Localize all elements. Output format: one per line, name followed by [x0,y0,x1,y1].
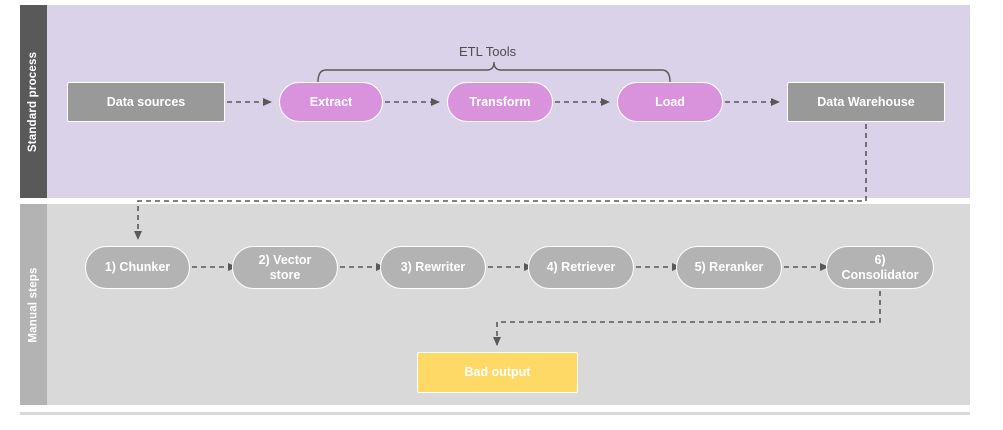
node-label-retriever: 4) Retriever [546,260,616,275]
node-transform[interactable]: Transform [447,82,553,122]
node-label-data-sources: Data sources [106,94,186,109]
node-label-extract: Extract [309,94,353,109]
bottom-divider [20,412,970,415]
node-label-bad-output: Bad output [464,365,531,380]
node-rewriter[interactable]: 3) Rewriter [380,246,486,289]
node-label-reranker: 5) Reranker [694,260,764,275]
node-label-chunker: 1) Chunker [104,260,171,275]
node-vector-store[interactable]: 2) Vector store [232,246,338,289]
lane-label-standard-process: Standard process [27,51,40,152]
node-load[interactable]: Load [617,82,723,122]
node-retriever[interactable]: 4) Retriever [528,246,634,289]
node-label-consolidator: 6) Consolidator [841,253,919,282]
node-data-warehouse[interactable]: Data Warehouse [787,82,945,122]
node-label-load: Load [655,94,685,109]
node-label-vector-store: 2) Vector store [258,253,312,282]
lane-header-manual-steps: Manual steps [20,204,47,405]
node-consolidator[interactable]: 6) Consolidator [826,246,934,289]
etl-tools-label: ETL Tools [459,44,517,59]
node-data-sources[interactable]: Data sources [67,82,225,122]
node-reranker[interactable]: 5) Reranker [676,246,782,289]
lane-header-standard-process: Standard process [20,5,47,198]
lane-label-manual-steps: Manual steps [27,266,40,343]
node-label-rewriter: 3) Rewriter [400,260,466,275]
node-label-data-warehouse: Data Warehouse [817,94,915,109]
node-chunker[interactable]: 1) Chunker [85,246,190,289]
node-label-transform: Transform [469,94,531,109]
node-extract[interactable]: Extract [279,82,383,122]
node-bad-output[interactable]: Bad output [417,352,578,393]
